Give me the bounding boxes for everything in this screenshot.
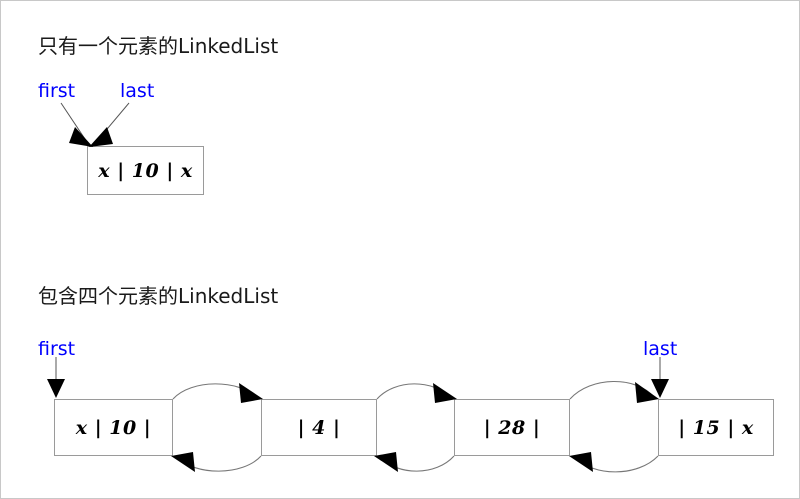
node-text-four-3: | 15 | x <box>678 416 754 439</box>
heading-single-element-linkedlist: 只有一个元素的LinkedList <box>38 34 279 58</box>
pointer-label-first-single: first <box>38 80 76 102</box>
node-text-four-1: | 4 | <box>297 416 341 439</box>
link-prev-3-2 <box>569 452 659 473</box>
link-next-1-2 <box>376 383 457 403</box>
node-text-four-2: | 28 | <box>483 416 541 439</box>
pointer-arrow-first-four <box>47 357 65 398</box>
pointer-arrow-first-single <box>60 102 93 147</box>
node-text-four-0: x | 10 | <box>75 416 152 439</box>
link-next-0-1 <box>172 383 263 403</box>
pointer-label-first-four: first <box>38 338 76 360</box>
node-box-four-1: | 4 | <box>261 399 377 456</box>
link-prev-1-0 <box>171 452 262 472</box>
node-box-four-2: | 28 | <box>454 399 570 456</box>
pointer-arrow-last-single <box>89 102 130 147</box>
node-box-four-0: x | 10 | <box>54 399 173 456</box>
heading-four-element-linkedlist: 包含四个元素的LinkedList <box>38 284 279 308</box>
node-box-four-3: | 15 | x <box>658 399 774 456</box>
node-box-single-0: x | 10 | x <box>87 146 204 195</box>
link-next-2-3 <box>569 381 659 403</box>
pointer-label-last-single: last <box>120 80 155 102</box>
link-prev-2-1 <box>374 452 455 472</box>
pointer-arrow-last-four <box>651 357 669 398</box>
node-text-single-0: x | 10 | x <box>98 159 193 182</box>
pointer-label-last-four: last <box>643 338 678 360</box>
